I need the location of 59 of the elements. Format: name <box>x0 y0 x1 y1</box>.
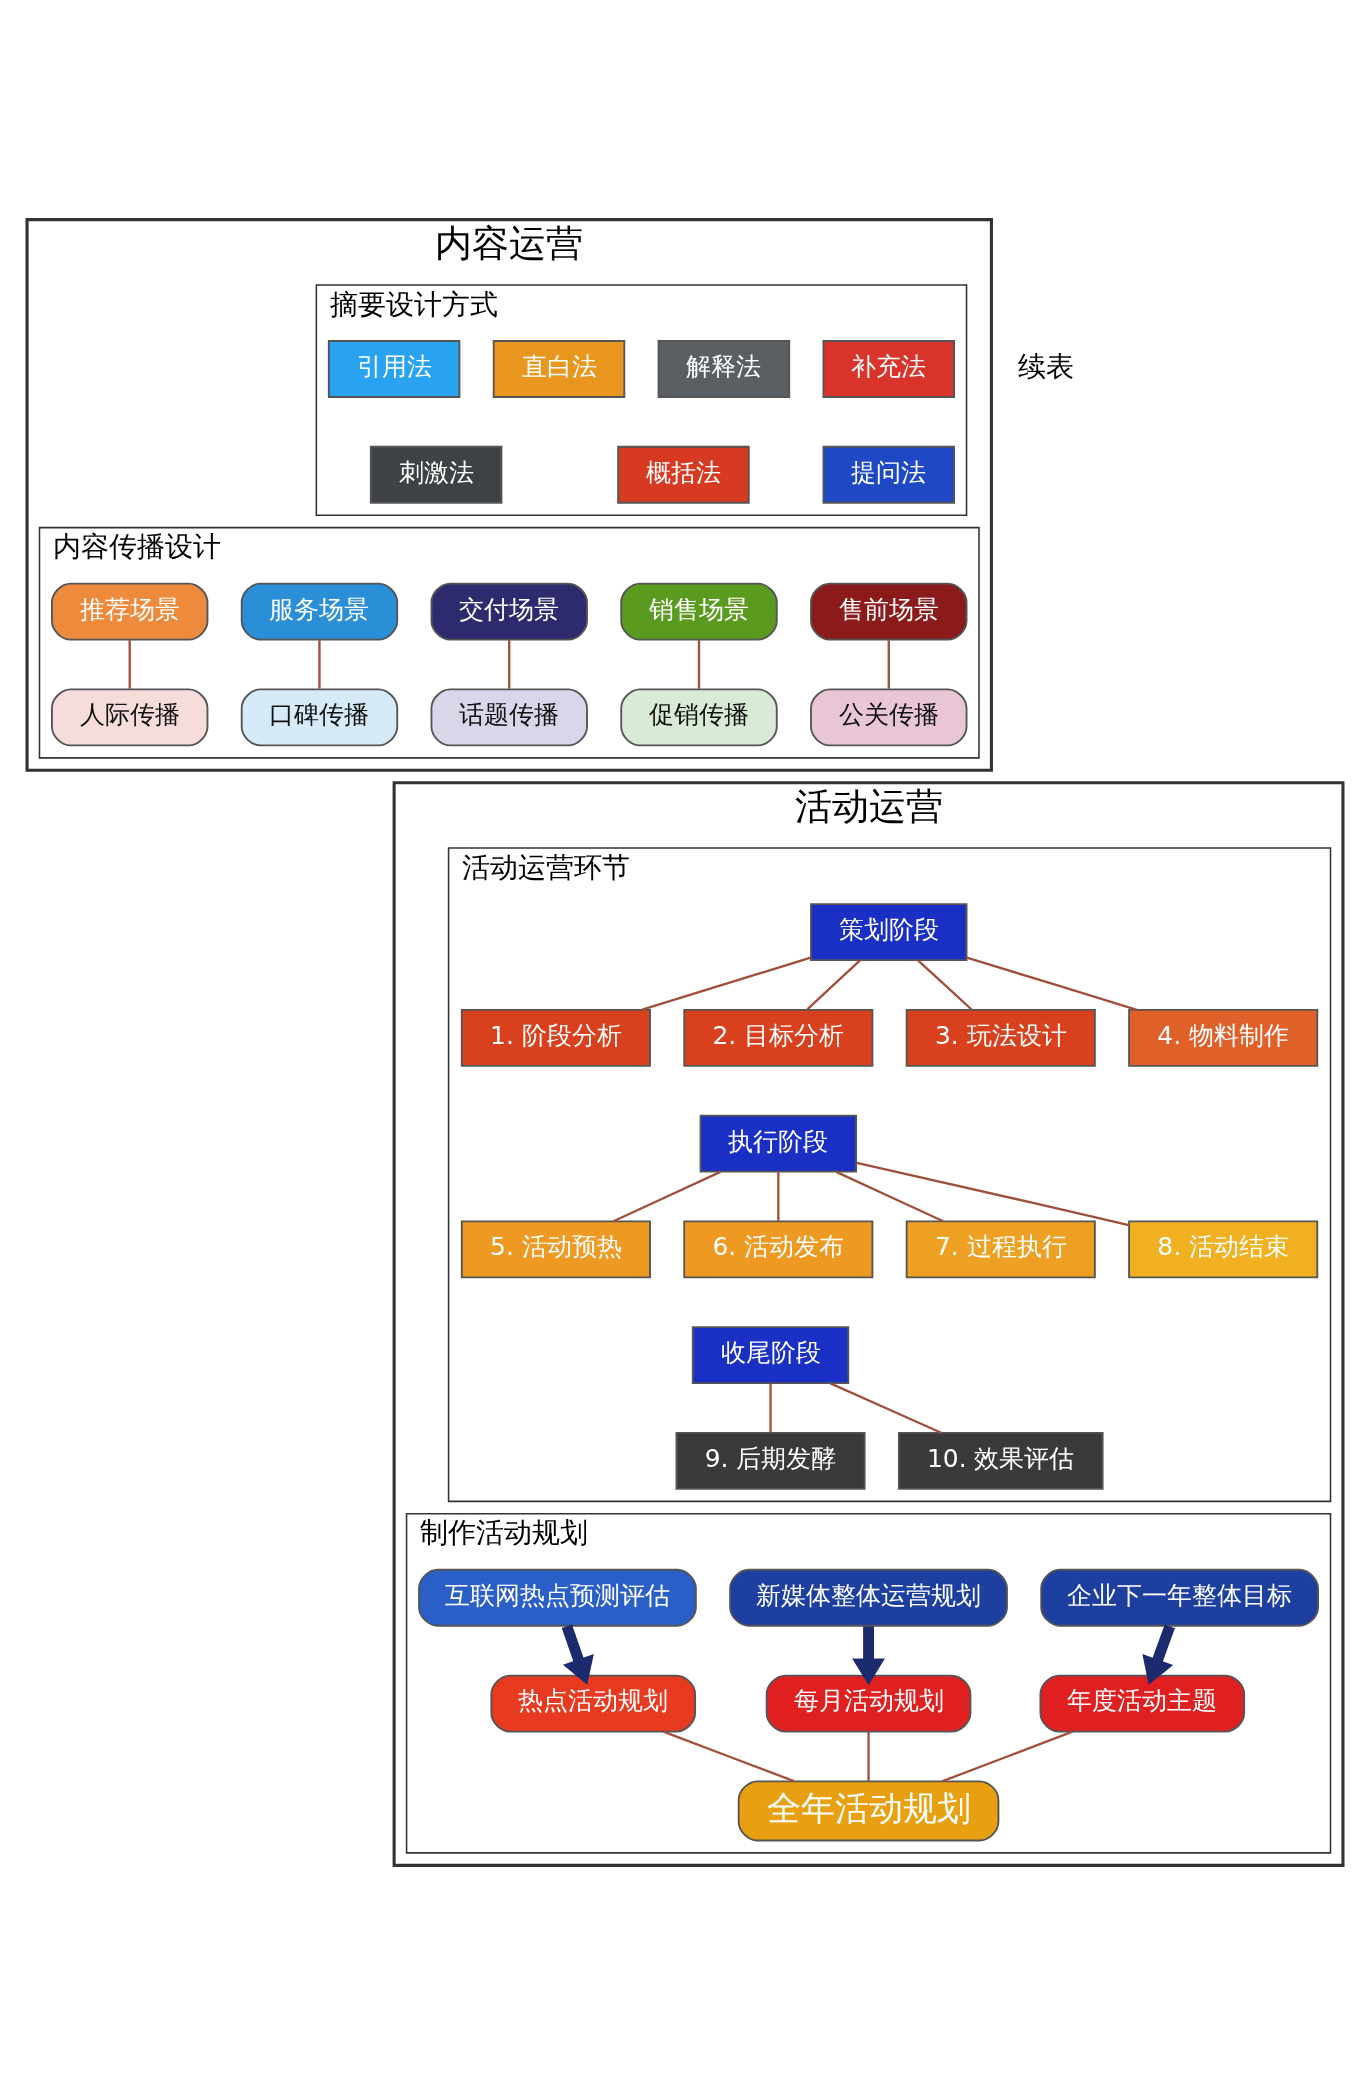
node-box: 4. 物料制作 <box>1128 1008 1319 1067</box>
connector <box>806 959 861 1010</box>
node-box: 收尾阶段 <box>691 1325 850 1384</box>
connector <box>128 639 131 689</box>
arrow <box>1142 1623 1175 1685</box>
node-box: 企业下一年整体目标 <box>1040 1568 1319 1627</box>
node-box: 解释法 <box>657 339 791 398</box>
connector <box>835 1170 944 1222</box>
connector <box>508 639 511 689</box>
node-box: 7. 过程执行 <box>905 1219 1096 1278</box>
node-box: 3. 玩法设计 <box>905 1008 1096 1067</box>
node-box: 直白法 <box>492 339 626 398</box>
connector <box>829 1381 942 1434</box>
node-box: 10. 效果评估 <box>897 1431 1104 1490</box>
node-box: 交付场景 <box>430 582 588 641</box>
connector <box>887 639 890 689</box>
connector <box>917 959 973 1010</box>
node-box: 8. 活动结束 <box>1128 1219 1319 1278</box>
connector <box>641 956 812 1011</box>
node-box: 补充法 <box>822 339 956 398</box>
node-box: 概括法 <box>617 445 750 504</box>
node-box: 互联网热点预测评估 <box>418 1568 697 1627</box>
node-box: 1. 阶段分析 <box>460 1008 651 1067</box>
node-box: 人际传播 <box>51 687 209 746</box>
node-box: 策划阶段 <box>810 902 968 961</box>
node-box: 促销传播 <box>620 687 778 746</box>
node-box: 5. 活动预热 <box>460 1219 651 1278</box>
node-box: 服务场景 <box>240 582 399 641</box>
connector <box>697 639 701 689</box>
arrow <box>561 1624 594 1685</box>
node-box: 9. 后期发酵 <box>675 1431 866 1490</box>
label: 续表 <box>1017 349 1074 383</box>
node-box: 6. 活动发布 <box>683 1219 874 1278</box>
connector <box>966 955 1138 1011</box>
connector <box>318 639 321 689</box>
node-box: 公关传播 <box>810 687 968 746</box>
node-box: 2. 目标分析 <box>683 1008 874 1067</box>
node-box: 新媒体整体运营规划 <box>729 1568 1008 1627</box>
node-box: 每月活动规划 <box>765 1674 972 1732</box>
node-box: 刺激法 <box>369 445 503 504</box>
connector <box>867 1731 870 1781</box>
connector <box>663 1730 795 1782</box>
node-box: 引用法 <box>327 339 461 398</box>
node-box: 推荐场景 <box>51 582 209 641</box>
connector <box>942 1730 1073 1782</box>
connector <box>777 1171 780 1221</box>
node-box: 售前场景 <box>810 582 968 641</box>
connector <box>769 1383 772 1432</box>
node-box: 话题传播 <box>430 687 588 746</box>
node-box: 全年活动规划 <box>737 1779 1000 1841</box>
node-box: 年度活动主题 <box>1039 1674 1246 1732</box>
connector <box>612 1170 721 1222</box>
node-box: 提问法 <box>822 445 956 504</box>
node-box: 口碑传播 <box>240 687 399 746</box>
connector <box>856 1161 1129 1226</box>
arrow <box>852 1625 885 1685</box>
node-box: 销售场景 <box>620 582 778 641</box>
node-box: 热点活动规划 <box>490 1674 697 1732</box>
node-box: 执行阶段 <box>699 1114 858 1173</box>
